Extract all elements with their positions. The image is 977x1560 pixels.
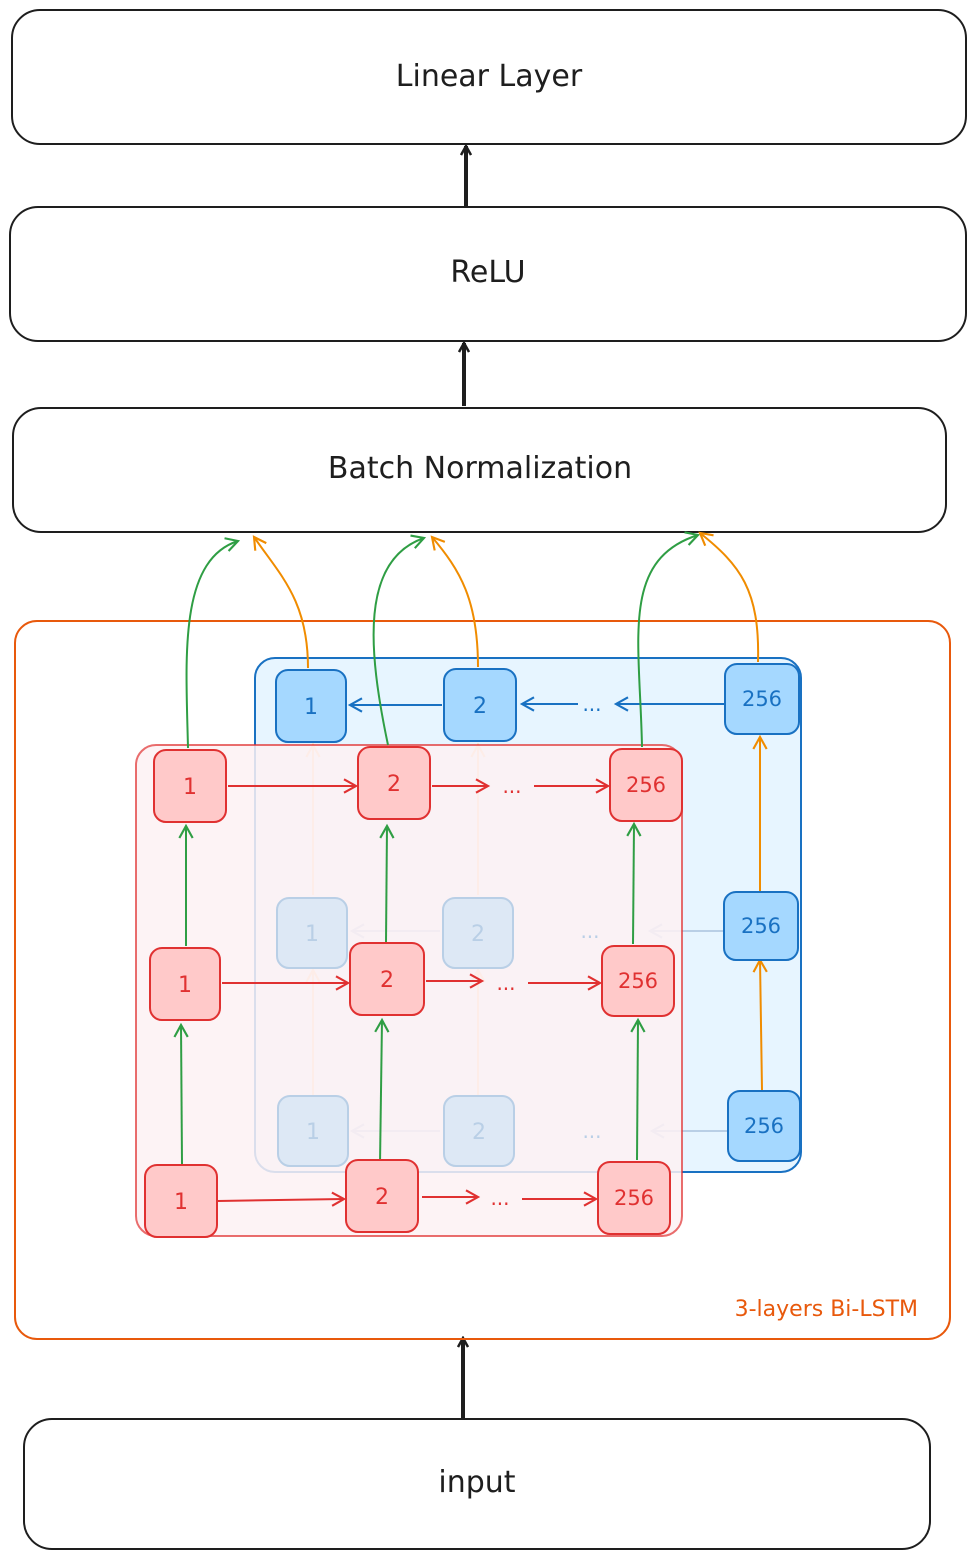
forward-cell-top-1: 1 (153, 749, 227, 823)
relu-label: ReLU (450, 255, 525, 290)
forward-bottom-ellipsis: ... (490, 1186, 509, 1210)
svg-text:2: 2 (375, 1185, 389, 1210)
forward-top-ellipsis: ... (502, 774, 521, 798)
svg-text:1: 1 (174, 1190, 188, 1215)
output-arrows (185, 531, 760, 749)
linear-layer-label: Linear Layer (396, 59, 583, 94)
svg-text:256: 256 (614, 1186, 654, 1210)
forward-horizontal-arrows: ... ... ... (217, 774, 611, 1210)
bilstm-container: 3-layers Bi-LSTM (14, 620, 951, 1340)
backward-cell-bottom-1: 1 (277, 1095, 349, 1167)
svg-text:256: 256 (741, 914, 781, 938)
bilstm-label: 3-layers Bi-LSTM (735, 1297, 918, 1322)
svg-text:2: 2 (387, 772, 401, 797)
svg-text:256: 256 (742, 687, 782, 711)
backward-cell-mid-2: 2 (442, 897, 514, 969)
batch-normalization-block: Batch Normalization (12, 407, 947, 533)
backward-cell-bottom-2: 2 (443, 1095, 515, 1167)
svg-text:1: 1 (305, 922, 319, 947)
backward-mid-ellipsis: ... (580, 919, 599, 943)
forward-cell-mid-2: 2 (349, 942, 425, 1016)
forward-cell-bottom-1: 1 (144, 1164, 218, 1238)
svg-text:256: 256 (618, 969, 658, 993)
svg-text:1: 1 (178, 973, 192, 998)
relu-block: ReLU (9, 206, 967, 342)
forward-cell-top-256: 256 (609, 748, 683, 822)
svg-text:256: 256 (744, 1114, 784, 1138)
forward-cell-bottom-256: 256 (597, 1161, 671, 1235)
input-block: input (23, 1418, 931, 1550)
backward-cell-bottom-256: 256 (727, 1090, 801, 1162)
backward-cell-mid-256: 256 (723, 891, 799, 961)
forward-mid-ellipsis: ... (496, 971, 515, 995)
svg-text:1: 1 (304, 695, 318, 720)
backward-cell-top-1: 1 (275, 669, 347, 743)
backward-cell-mid-1: 1 (276, 897, 348, 969)
svg-text:2: 2 (380, 968, 394, 993)
backward-cell-top-256: 256 (724, 663, 800, 735)
forward-cell-top-2: 2 (357, 746, 431, 820)
svg-text:1: 1 (183, 775, 197, 800)
forward-vertical-arrows (173, 821, 646, 1165)
svg-text:2: 2 (473, 694, 487, 719)
svg-text:2: 2 (472, 1120, 486, 1145)
backward-vertical-arrows (752, 734, 768, 1091)
forward-cell-mid-1: 1 (149, 947, 221, 1021)
input-label: input (438, 1465, 515, 1500)
batch-normalization-label: Batch Normalization (328, 451, 632, 486)
forward-cell-mid-256: 256 (601, 945, 675, 1017)
forward-cell-bottom-2: 2 (345, 1159, 419, 1233)
backward-top-ellipsis: ... (582, 692, 601, 716)
backward-top-row-arrows: ... (347, 692, 724, 716)
backward-bottom-ellipsis: ... (582, 1119, 601, 1143)
svg-text:256: 256 (626, 773, 666, 797)
backward-cell-top-2: 2 (443, 668, 517, 742)
svg-text:2: 2 (471, 922, 485, 947)
backward-hidden-cells: 1 2 ... 1 2 ... (276, 897, 602, 1167)
linear-layer-block: Linear Layer (11, 9, 967, 145)
svg-text:1: 1 (306, 1120, 320, 1145)
